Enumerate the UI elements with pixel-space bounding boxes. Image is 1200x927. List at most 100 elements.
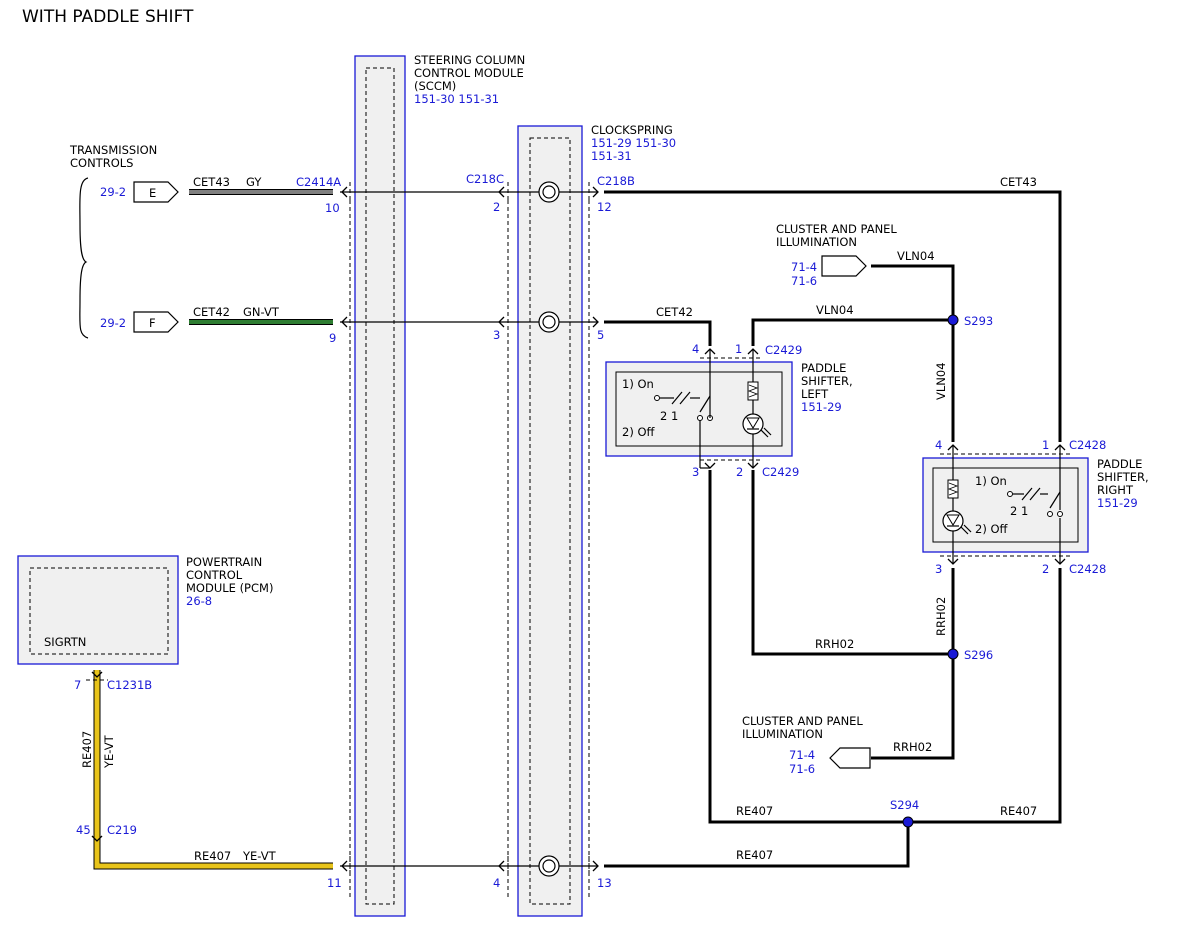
clockspring-module[interactable] [517,125,583,917]
connector-e-label: E [149,186,156,200]
right-shifter-arrows [940,444,1072,565]
left-refs[interactable]: 151-29 [801,400,842,414]
diagram-title: WITH PADDLE SHIFT [22,7,194,27]
wire-gnvt-label: GN-VT [243,305,280,319]
left-pin-1: 1 [735,342,742,356]
wire-re407-loop[interactable] [708,470,1062,824]
illum-top-ref-2[interactable]: 71-6 [791,274,817,288]
pin-3-c218c: 3 [493,328,500,342]
sccm-module[interactable] [354,55,406,917]
left-contacts: 2 1 [660,409,678,423]
pcm-pin-7: 7 [74,678,81,692]
wire-re407-horiz-label: RE407 [194,849,231,863]
splice-s293-label: S293 [964,314,993,328]
wire-cet43-right[interactable] [604,190,1062,442]
splice-s296-label: S296 [964,648,993,662]
pin-12: 12 [597,200,612,214]
conn-c218c[interactable]: C218C [466,172,504,186]
clockspring-coil-3 [538,855,560,877]
conn-c218b[interactable]: C218B [597,174,635,188]
wire-gy-label: GY [246,175,262,189]
clockspring-refs-2[interactable]: 151-31 [591,149,632,163]
left-conn-c2429-top[interactable]: C2429 [765,343,802,357]
left-off-label: 2) Off [622,425,656,439]
right-pin-2: 2 [1042,562,1049,576]
wire-cet42-right-label: CET42 [656,305,693,319]
pcm-pin-sigrtn: SIGRTN [44,635,86,649]
pin-2-c218c: 2 [493,200,500,214]
left-pin-4: 4 [692,342,699,356]
right-pin-1: 1 [1042,438,1049,452]
left-pin-2: 2 [736,465,743,479]
pcm-connector-arrows [86,671,108,842]
illum-bottom-2: ILLUMINATION [742,727,823,741]
clockspring-refs-1[interactable]: 151-29 151-30 [591,136,676,150]
connector-e [133,181,179,203]
right-conn-c2428-top[interactable]: C2428 [1069,438,1106,452]
conn-c219[interactable]: C219 [107,823,137,837]
wire-cet43-label: CET43 [193,175,230,189]
sccm-refs[interactable]: 151-30 151-31 [414,92,499,106]
conn-c2414a[interactable]: C2414A [296,175,341,189]
illum-bottom-1: CLUSTER AND PANEL [742,714,863,728]
wire-vln04-top-label: VLN04 [897,249,935,263]
pcm-name-1: POWERTRAIN [186,555,262,569]
wire-rrh02-vert-label: RRH02 [934,597,948,636]
illum-bottom-ref-1[interactable]: 71-4 [789,748,815,762]
pin-5: 5 [597,328,604,342]
right-conn-c2428-bottom[interactable]: C2428 [1069,562,1106,576]
splice-s294[interactable] [902,816,914,828]
sccm-name-2: CONTROL MODULE [414,66,524,80]
right-name-3: RIGHT [1097,483,1134,497]
illum-bottom-ref-2[interactable]: 71-6 [789,762,815,776]
ref-e[interactable]: 29-2 [100,185,126,199]
wire-re407-right-label: RE407 [1000,804,1037,818]
wire-re407-clockspring[interactable] [604,822,910,868]
transmission-label-1: TRANSMISSION [69,143,157,157]
splice-s293[interactable] [947,314,959,326]
pin-10: 10 [325,201,340,215]
clockspring-coil-1 [538,181,560,203]
right-pin-3: 3 [935,562,942,576]
wire-rrh02-left[interactable] [751,470,953,656]
left-name-2: SHIFTER, [801,374,853,388]
wire-re407-bottom-label: RE407 [736,848,773,862]
right-off-label: 2) Off [975,522,1009,536]
right-name-1: PADDLE [1097,457,1142,471]
wire-re407-yellow[interactable] [94,670,333,869]
right-lamp-symbol [942,479,972,535]
wire-vln04-vert-label: VLN04 [934,362,948,400]
left-pin-3: 3 [692,465,699,479]
left-conn-c2429-bottom[interactable]: C2429 [762,465,799,479]
wire-rrh02-right[interactable] [871,568,955,760]
wire-rrh02-bottom-label: RRH02 [893,740,932,754]
illum-top-ref-1[interactable]: 71-4 [791,260,817,274]
right-on-label: 1) On [975,474,1007,488]
pin-4-c218c: 4 [493,876,500,890]
wire-vln04-left-label: VLN04 [816,303,854,317]
wire-vln04-left[interactable] [751,318,953,346]
clockspring-name: CLOCKSPRING [591,123,673,137]
ref-f[interactable]: 29-2 [100,316,126,330]
wire-cet42-right[interactable] [604,320,712,346]
paddle-shifter-right[interactable] [922,457,1089,553]
wire-cet43-right-label: CET43 [1000,175,1037,189]
pin-13: 13 [597,876,612,890]
wire-vln04-vertical[interactable] [871,264,955,442]
right-refs[interactable]: 151-29 [1097,496,1138,510]
pcm-refs[interactable]: 26-8 [186,594,212,608]
left-switch-symbol [654,391,713,421]
pcm-name-3: MODULE (PCM) [186,581,273,595]
connector-f [133,311,179,333]
pcm-name-2: CONTROL [186,568,243,582]
splice-s296[interactable] [947,648,959,660]
pin-9: 9 [329,331,336,345]
illum-top-1: CLUSTER AND PANEL [776,222,897,236]
left-on-label: 1) On [622,377,654,391]
right-pin-4: 4 [935,438,942,452]
sccm-name-3: (SCCM) [414,79,456,93]
conn-c1231b[interactable]: C1231B [107,678,152,692]
splice-s294-label: S294 [890,798,919,812]
pcm-module[interactable] [17,555,179,665]
